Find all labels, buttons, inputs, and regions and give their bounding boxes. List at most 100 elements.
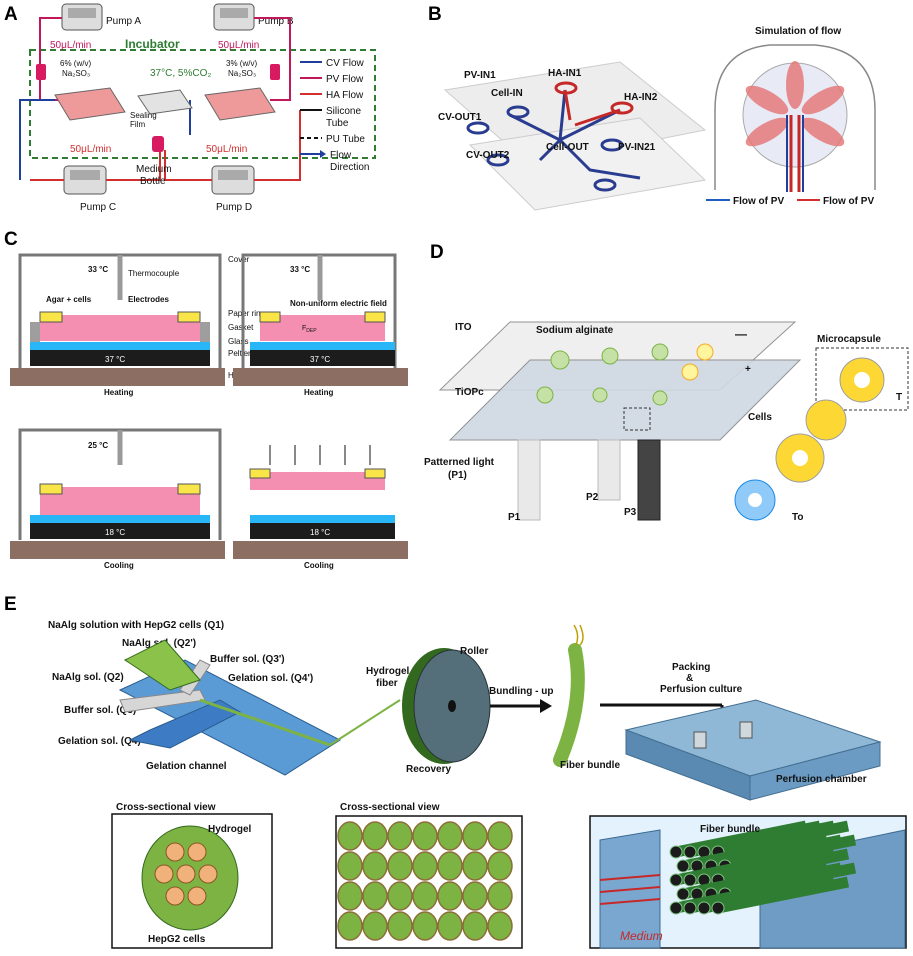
fiber-cross-section	[437, 851, 463, 881]
peltier-temp-4: 18 °C	[310, 528, 330, 537]
bottle-right	[270, 64, 280, 80]
cooling-1: Cooling	[104, 561, 134, 570]
fiber-cross-section	[412, 851, 438, 881]
fiber-cross-section	[387, 821, 413, 851]
incubator-box	[29, 49, 376, 159]
fiber-cross-section	[462, 821, 488, 851]
light-p3	[637, 439, 661, 521]
hydrogel-fiber-2: fiber	[376, 678, 398, 689]
fiber-cross-section	[437, 881, 463, 911]
paper-ring-2b	[364, 311, 386, 323]
panel-e-label: E	[4, 594, 17, 615]
peltier-temp-3: 18 °C	[105, 528, 125, 537]
fiber-cross-section	[437, 911, 463, 941]
fiber-cross-section	[412, 881, 438, 911]
peltier-label: Peltier	[228, 349, 251, 358]
medium-label-2: Bottle	[140, 176, 166, 187]
fiber-bundle-label-2: Fiber bundle	[700, 824, 760, 835]
heatsink-3	[10, 541, 225, 559]
gelation-channel-label: Gelation channel	[146, 761, 227, 772]
fiber-tube-end	[683, 845, 697, 859]
pump-b-icon	[213, 3, 255, 31]
fiber-tube-end	[669, 901, 683, 915]
panel-a-label: A	[4, 4, 18, 25]
fiber-to-roller	[329, 699, 401, 746]
fiber-tube-end	[676, 859, 690, 873]
p2-label: P2	[586, 492, 599, 503]
agar-3	[40, 487, 200, 515]
temp-heat-2: 33 °C	[290, 265, 310, 274]
pump-c-label: Pump C	[80, 202, 116, 213]
cells-label: Cells	[748, 412, 772, 423]
gasket-1b	[200, 322, 210, 342]
label-cv-out2: CV-OUT2	[466, 150, 510, 161]
fiber-cross-section	[412, 821, 438, 851]
p1-label: P1	[508, 512, 521, 523]
paper-ring-1b	[177, 311, 201, 323]
port-pv-in21	[600, 138, 624, 152]
recovery-label: Recovery	[406, 764, 451, 775]
port-cv-out2	[486, 153, 510, 167]
fiber-cross-section	[337, 851, 363, 881]
port-bottom	[593, 178, 617, 192]
fiber-cross-section	[362, 911, 388, 941]
fiber-cross-section	[487, 821, 513, 851]
fiber-cross-section	[337, 821, 363, 851]
fiber-in-channel	[199, 698, 331, 747]
peltier-4	[250, 523, 395, 539]
capsule-mid-1	[805, 399, 847, 441]
panel-e: E NaAlg solution with HepG2 cells (Q1) N…	[4, 594, 907, 949]
sealing-film-2: Film	[130, 120, 145, 129]
port-cv-out1	[466, 121, 490, 135]
flow-rate-top-right: 50μL/min	[218, 40, 259, 51]
sim-outlet-red	[789, 115, 801, 192]
glass-3	[30, 515, 210, 523]
chip-channels-red	[563, 89, 621, 127]
minus-sign: —	[735, 327, 747, 341]
bundling-arrowhead	[540, 699, 552, 713]
peltier-temp-2: 37 °C	[310, 355, 330, 364]
port-pv-in1	[506, 105, 530, 119]
legend-cv: CV Flow	[326, 58, 365, 69]
tube-pv-right	[254, 17, 291, 101]
fiber-cross-section	[487, 911, 513, 941]
fiber-cross-section	[387, 851, 413, 881]
capsule-t-center	[854, 372, 870, 388]
peltier-temp-1: 37 °C	[105, 355, 125, 364]
roller-label: Roller	[460, 646, 488, 657]
tube-bundle	[669, 820, 857, 915]
q4p-label: Gelation sol. (Q4')	[228, 673, 313, 684]
flow-rate-top-left: 50μL/min	[50, 40, 91, 51]
lift-arrows	[269, 445, 371, 465]
fiber-cross-section	[387, 881, 413, 911]
glass-2	[250, 342, 395, 350]
chamber-right	[204, 87, 276, 121]
light-p2	[597, 439, 621, 501]
zoom-box	[623, 407, 651, 431]
fiber-cross-section	[362, 851, 388, 881]
panel-b-label: B	[428, 4, 442, 25]
light-p1	[517, 439, 541, 521]
temp-heat-1: 33 °C	[88, 265, 108, 274]
patterned-label-1: Patterned light	[424, 457, 495, 468]
panel-d-label: D	[430, 242, 444, 263]
tube-ha-right	[164, 110, 301, 181]
side-channel-1	[128, 699, 242, 749]
plus-sign: +	[745, 364, 751, 375]
gasket-label: Gasket	[228, 323, 254, 332]
medium-arrow-3	[599, 898, 661, 905]
panel-c: C 33 °C Cover Thermocouple 37 °C Heating…	[4, 229, 408, 570]
pump-a-icon	[61, 3, 103, 31]
paper-ring-1a	[39, 311, 63, 323]
tube-cv-left	[19, 99, 55, 180]
legend-ha: HA Flow	[326, 90, 364, 101]
fiber-tube-end	[676, 887, 690, 901]
panel-c-label: C	[4, 229, 18, 250]
solution-left-1: 6% (w/v)	[60, 59, 91, 68]
panel-b: B PV-IN1 HA-IN1 HA-IN2 Cell-IN CV-OUT1 C…	[428, 4, 876, 211]
paper-ring-4a	[249, 468, 271, 479]
panel-d: D ITO Sodium alginate TiOPc Cells — + Pa…	[424, 242, 909, 523]
tube-pv-left	[39, 17, 62, 101]
microcapsule-box	[815, 347, 909, 411]
fiber-ends	[573, 624, 584, 646]
